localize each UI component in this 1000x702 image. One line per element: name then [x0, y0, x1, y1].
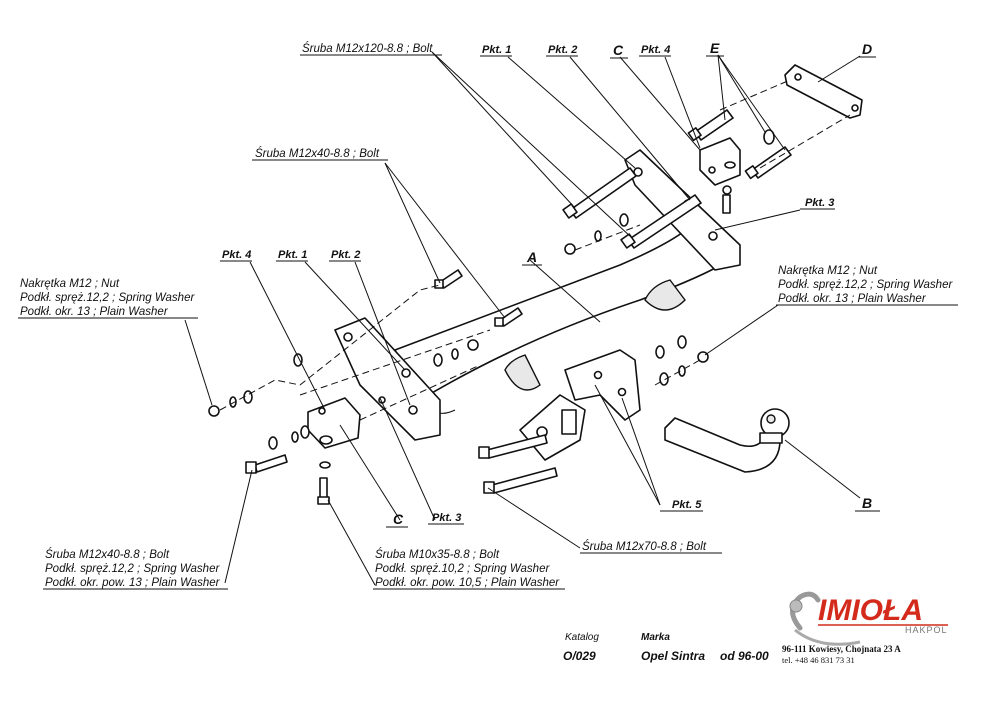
svg-text:C: C	[393, 511, 404, 527]
svg-text:Podkł. spręż.12,2 ; Spring Was: Podkł. spręż.12,2 ; Spring Washer	[20, 292, 195, 304]
bracket-c-top	[699, 137, 741, 186]
svg-text:O/029: O/029	[563, 649, 596, 663]
svg-text:Podkł. spręż.12,2 ; Spring Was: Podkł. spręż.12,2 ; Spring Washer	[45, 563, 220, 575]
svg-text:D: D	[862, 41, 872, 57]
label-bolt-left: Śruba M12x40-8.8 ; Bolt Podkł. spręż.12,…	[43, 548, 228, 590]
svg-text:A: A	[526, 249, 537, 265]
company-logo: IMIOŁA HAKPOL	[789, 591, 948, 646]
bracket-c-bottom	[307, 397, 361, 449]
assembly-dashed-lines	[219, 79, 851, 421]
svg-text:Śruba M10x35-8.8 ; Bolt: Śruba M10x35-8.8 ; Bolt	[375, 548, 500, 561]
svg-text:od 96-00: od 96-00	[720, 649, 769, 663]
svg-text:Pkt. 1: Pkt. 1	[278, 249, 307, 261]
label-nut-left: Nakrętka M12 ; Nut Podkł. spręż.12,2 ; S…	[18, 278, 198, 319]
svg-text:Podkł. spręż.12,2 ; Spring Was: Podkł. spręż.12,2 ; Spring Washer	[778, 279, 953, 291]
label-nut-right: Nakrętka M12 ; Nut Podkł. spręż.12,2 ; S…	[776, 265, 958, 306]
svg-text:IMIOŁA: IMIOŁA	[818, 594, 923, 627]
svg-text:B: B	[862, 495, 872, 511]
svg-text:Śruba M12x40-8.8 ; Bolt: Śruba M12x40-8.8 ; Bolt	[45, 548, 170, 561]
bolts-e	[687, 109, 792, 180]
tow-hook-icon	[789, 591, 861, 646]
crossbar-a	[394, 214, 736, 414]
socket-plate	[519, 394, 586, 461]
svg-text:Śruba M12x40-8.8 ; Bolt: Śruba M12x40-8.8 ; Bolt	[255, 147, 380, 160]
svg-text:Nakrętka M12 ; Nut: Nakrętka M12 ; Nut	[778, 265, 878, 277]
svg-text:Śruba M12x70-8.8 ; Bolt: Śruba M12x70-8.8 ; Bolt	[582, 540, 707, 553]
label-bolt-m10: Śruba M10x35-8.8 ; Bolt Podkł. spręż.10,…	[373, 548, 565, 590]
leader-lines	[184, 51, 861, 586]
svg-text:Pkt. 3: Pkt. 3	[805, 197, 834, 209]
center-mount-block	[564, 349, 641, 421]
bolts-lower-left	[245, 454, 330, 505]
label-bolt-m12x40-top: Śruba M12x40-8.8 ; Bolt	[252, 147, 388, 161]
long-bolts	[562, 167, 702, 249]
bolts-lower	[478, 434, 558, 494]
letter-callouts: C E D A B C	[386, 40, 880, 528]
svg-text:Katalog: Katalog	[565, 632, 599, 643]
company-address: 96-111 Kowiesy, Chojnata 23 A tel. +48 4…	[782, 644, 901, 665]
svg-text:Podkł. spręż.10,2 ; Spring Was: Podkł. spręż.10,2 ; Spring Washer	[375, 563, 550, 575]
tow-ball-neck-b	[664, 408, 790, 473]
svg-text:HAKPOL: HAKPOL	[905, 625, 948, 635]
svg-text:Podkł. okr. 13 ; Plain Washer: Podkł. okr. 13 ; Plain Washer	[20, 306, 169, 318]
svg-text:Pkt. 4: Pkt. 4	[222, 249, 251, 261]
svg-text:96-111 Kowiesy, Chojnata 23 A: 96-111 Kowiesy, Chojnata 23 A	[782, 644, 901, 654]
label-bolt-m12x70: Śruba M12x70-8.8 ; Bolt	[580, 540, 722, 554]
svg-text:Podkł. okr. pow. 13 ; Plain Wa: Podkł. okr. pow. 13 ; Plain Washer	[45, 577, 221, 589]
svg-text:Podkł. okr. pow. 10,5 ; Plain: Podkł. okr. pow. 10,5 ; Plain Washer	[375, 577, 560, 589]
footer-catalog: Katalog O/029 Marka Opel Sintra od 96-00	[563, 632, 769, 663]
svg-text:Pkt. 4: Pkt. 4	[641, 44, 670, 56]
svg-text:C: C	[613, 42, 624, 58]
point-labels: Pkt. 1 Pkt. 2 Pkt. 4 Pkt. 3 Pkt. 4 Pkt. …	[220, 44, 835, 525]
svg-text:Nakrętka M12 ; Nut: Nakrętka M12 ; Nut	[20, 278, 120, 290]
svg-text:Opel Sintra: Opel Sintra	[641, 649, 705, 663]
svg-text:Marka: Marka	[641, 632, 670, 643]
label-bolt-m12x120: Śruba M12x120-8.8 ; Bolt	[300, 42, 442, 56]
svg-text:Pkt. 5: Pkt. 5	[672, 499, 702, 511]
svg-text:Pkt. 2: Pkt. 2	[548, 44, 577, 56]
svg-text:Pkt. 2: Pkt. 2	[331, 249, 360, 261]
svg-text:Pkt. 1: Pkt. 1	[482, 44, 511, 56]
svg-text:Podkł. okr. 13 ; Plain Washer: Podkł. okr. 13 ; Plain Washer	[778, 293, 927, 305]
svg-text:tel. +48 46 831 73 31: tel. +48 46 831 73 31	[782, 655, 855, 665]
bracket-d	[784, 64, 863, 119]
svg-text:Śruba M12x120-8.8 ; Bolt: Śruba M12x120-8.8 ; Bolt	[302, 42, 433, 55]
svg-text:Pkt. 3: Pkt. 3	[432, 512, 461, 524]
bolts-upper-left	[434, 269, 523, 327]
svg-text:E: E	[710, 40, 720, 56]
nuts-and-washers	[208, 129, 775, 469]
